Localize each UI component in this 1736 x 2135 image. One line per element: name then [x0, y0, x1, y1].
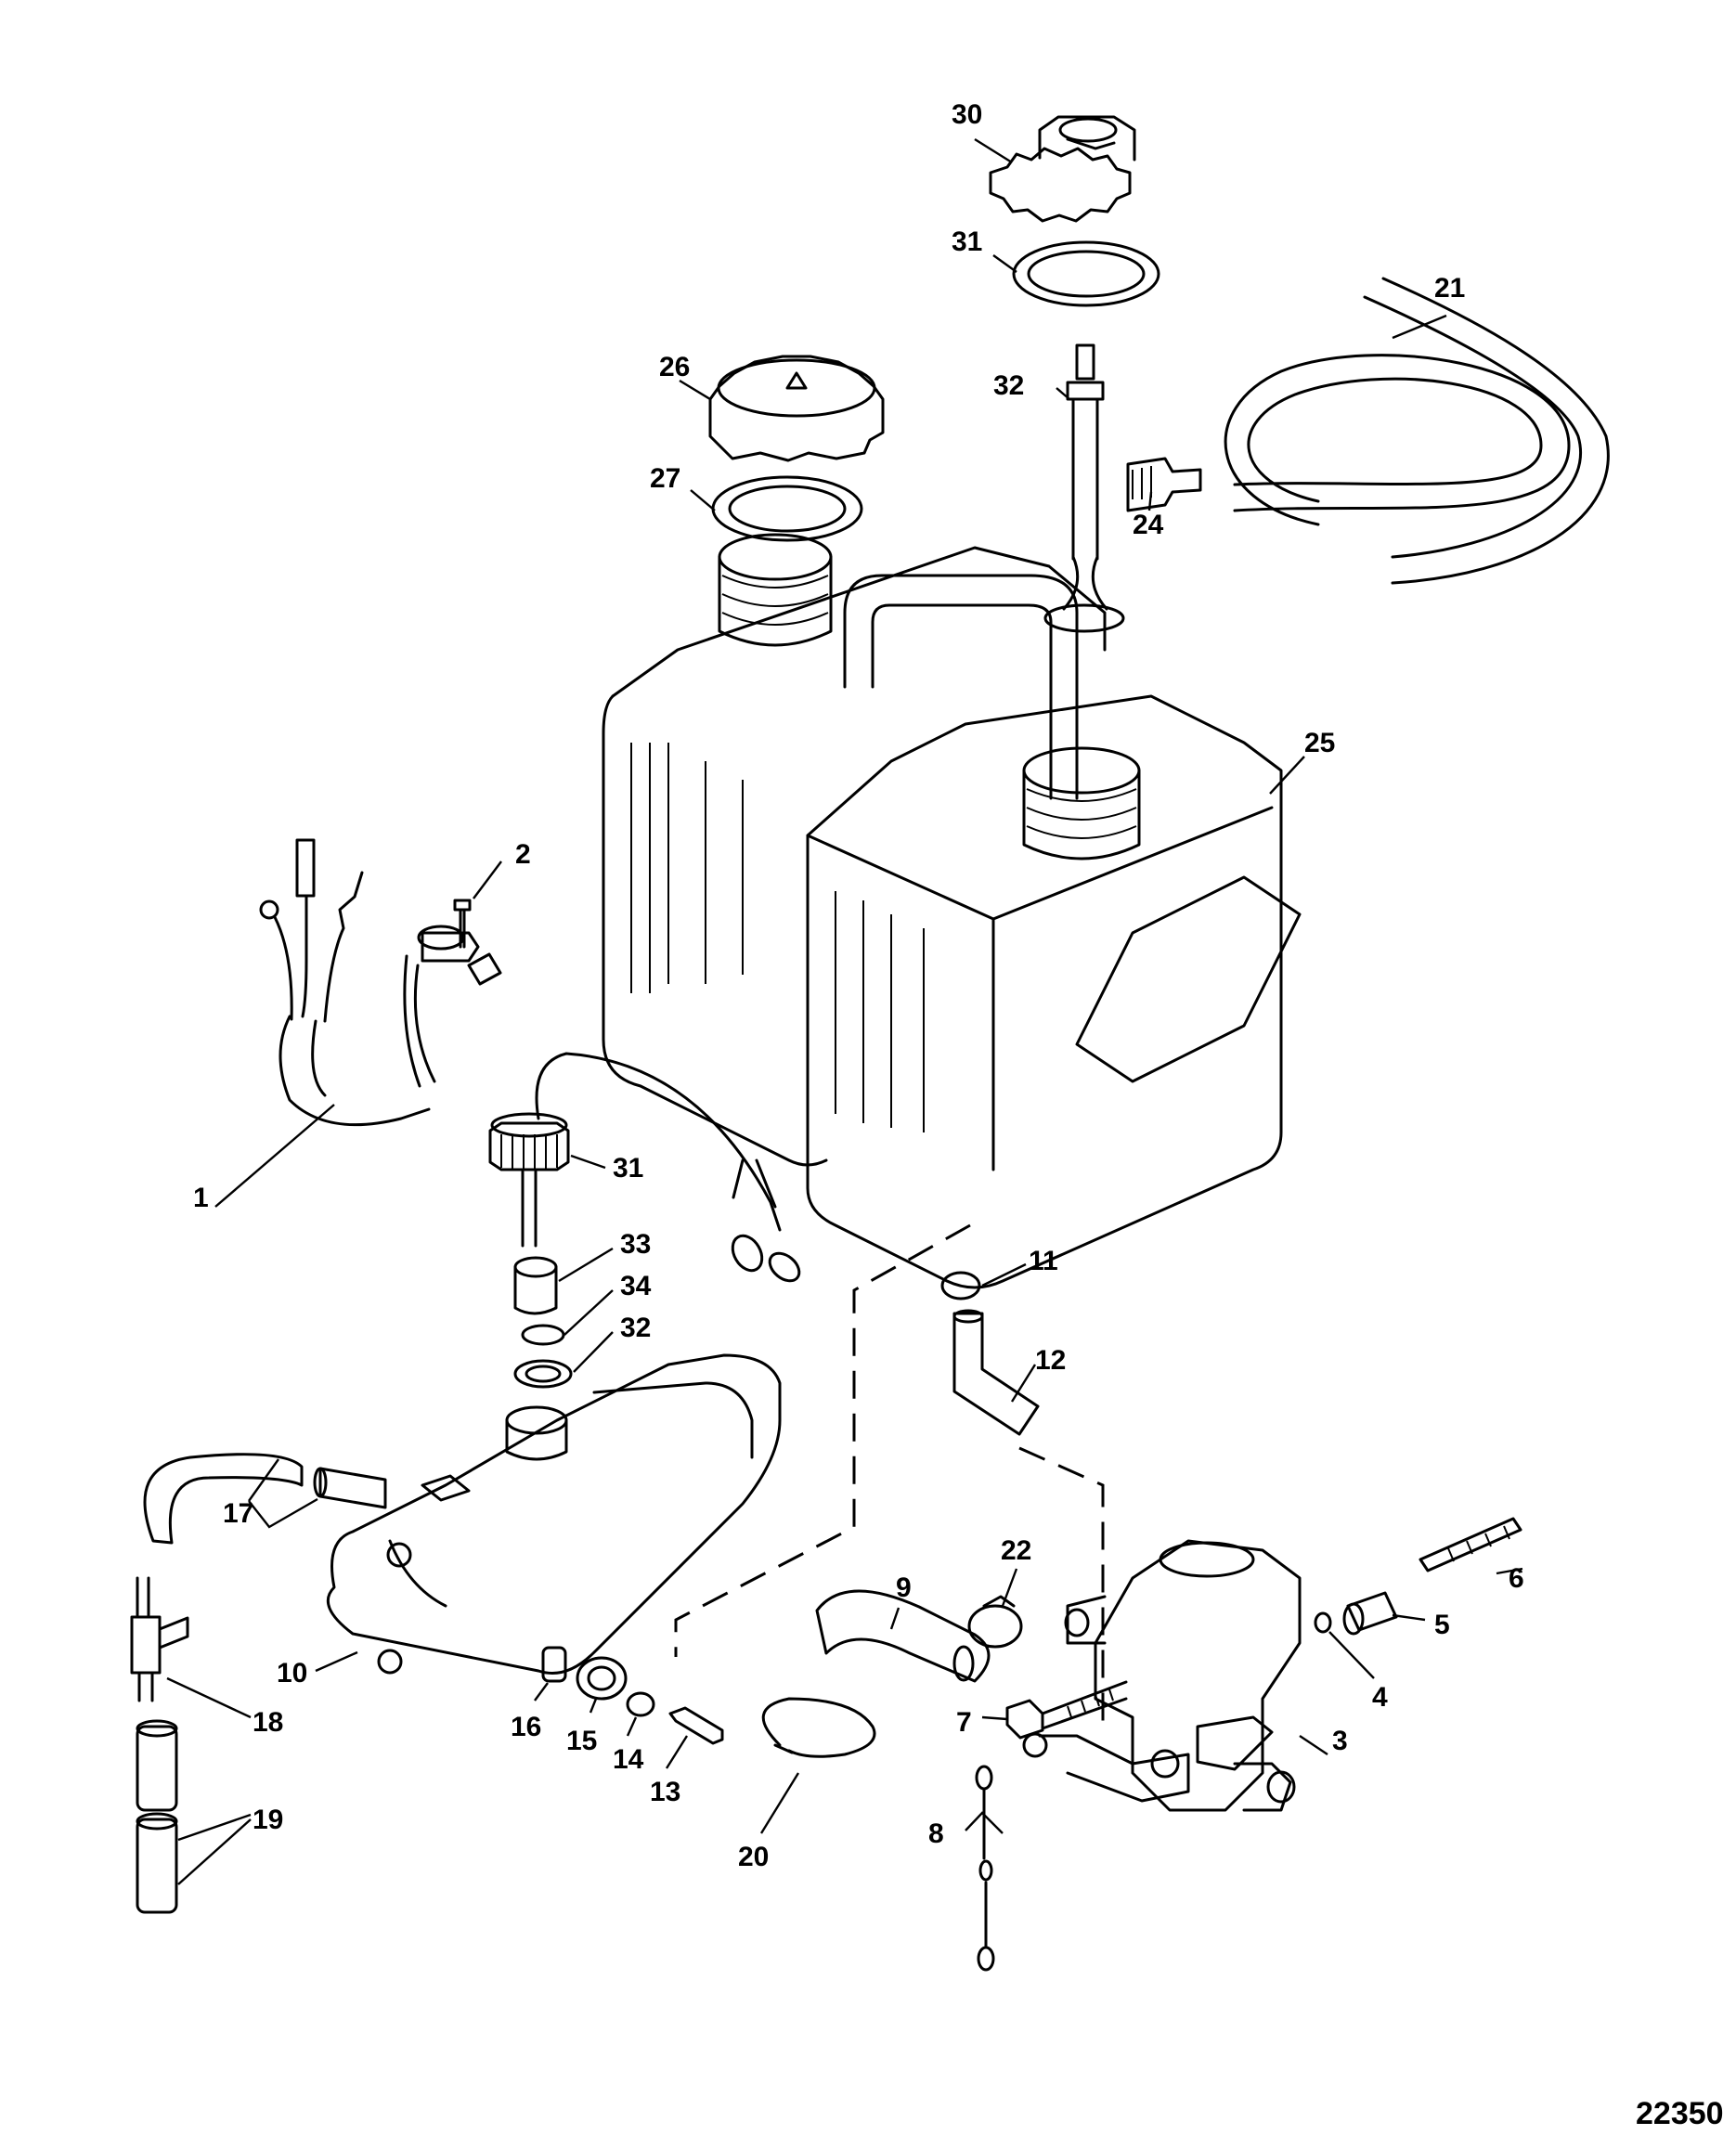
callout-12: 12 — [1035, 1345, 1066, 1376]
part-24-fitting — [1126, 457, 1202, 512]
part-26-vent-cap — [708, 355, 885, 462]
callout-33: 33 — [620, 1229, 651, 1260]
part-22-clamp — [967, 1595, 1023, 1649]
callout-28: 30 — [952, 99, 982, 130]
leader-lines — [166, 137, 1523, 1885]
callout-31: 31 — [613, 1153, 643, 1184]
callout-9: 9 — [896, 1572, 912, 1603]
callout-1: 1 — [193, 1183, 209, 1213]
callout-25: 25 — [1304, 728, 1335, 758]
callout-26: 26 — [659, 352, 690, 382]
part-20-strap — [761, 1697, 876, 1758]
part-7-bolt — [1005, 1680, 1128, 1740]
callout-15: 15 — [566, 1726, 597, 1756]
part-30-pickup-tube — [1043, 343, 1125, 633]
part-32-washer — [513, 1359, 573, 1389]
part-19-hose-pieces — [136, 1719, 178, 1914]
callout-18: 18 — [253, 1707, 283, 1738]
callout-7: 7 — [956, 1707, 972, 1738]
part-29-gasket — [1012, 240, 1160, 307]
part-27-gasket — [711, 475, 863, 542]
part-9-hose — [815, 1589, 991, 1683]
callout-4: 4 — [1372, 1682, 1388, 1713]
callout-27: 27 — [650, 463, 680, 494]
callout-24: 24 — [1133, 510, 1164, 540]
callout-16: 16 — [511, 1712, 541, 1742]
part-14-washer — [626, 1691, 655, 1717]
callout-5: 5 — [1434, 1610, 1450, 1640]
part-8-links — [975, 1765, 995, 1972]
part-2-screw — [453, 899, 472, 949]
part-16-bushing — [541, 1646, 567, 1683]
callout-22: 22 — [1001, 1535, 1031, 1566]
callout-14: 14 — [613, 1744, 644, 1775]
part-5-bushing — [1342, 1591, 1398, 1636]
callout-13: 13 — [650, 1777, 680, 1807]
callout-8: 8 — [928, 1818, 944, 1849]
callout-10: 10 — [277, 1658, 307, 1689]
figure-number: 22350 — [1636, 2096, 1724, 2131]
callout-19: 19 — [253, 1805, 283, 1835]
callout-34: 34 — [620, 1271, 652, 1301]
callout-3: 3 — [1332, 1726, 1348, 1756]
part-33-spacer — [513, 1256, 558, 1315]
part-12-hose — [952, 1309, 1040, 1436]
part-4-o-ring — [1314, 1611, 1332, 1634]
part-13-bolt — [668, 1706, 724, 1745]
part-1-wiring-harness — [259, 838, 502, 1127]
part-3-oil-pump — [1022, 1539, 1302, 1812]
callout-20: 20 — [738, 1842, 769, 1872]
part-34-star-washer — [521, 1324, 565, 1346]
part-18-tee-fitting — [130, 1576, 189, 1702]
part-25-oil-tank — [602, 533, 1302, 1289]
callout-30: 32 — [993, 370, 1024, 401]
part-11-clamp — [940, 1271, 981, 1300]
part-15-grommet — [576, 1656, 628, 1701]
part-10-oil-reservoir — [326, 1353, 782, 1675]
callout-2: 2 — [515, 839, 531, 870]
part-17-hoses — [143, 1453, 387, 1545]
part-31-level-sender — [488, 1052, 801, 1283]
part-28-cap-assembly — [989, 115, 1136, 223]
callout-21: 21 — [1434, 273, 1465, 304]
callout-labels: 30 31 21 32 26 27 24 25 2 31 1 33 34 32 … — [193, 99, 1724, 2131]
callout-11: 11 — [1029, 1246, 1058, 1276]
part-21-hose-coil — [1224, 277, 1610, 585]
part-6-drive-shaft — [1419, 1517, 1522, 1572]
callout-32: 32 — [620, 1313, 651, 1343]
callout-6: 6 — [1509, 1563, 1524, 1594]
callout-29: 31 — [952, 226, 982, 257]
callout-17: 17 — [223, 1498, 253, 1529]
hose-routing-dashed-line — [674, 1223, 1105, 1722]
